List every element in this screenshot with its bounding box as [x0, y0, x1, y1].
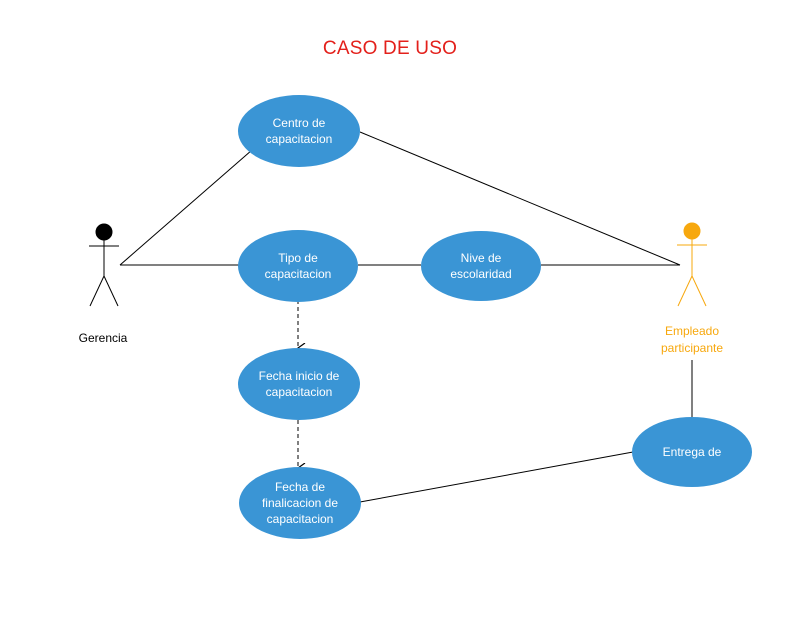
actor-gerencia-icon[interactable] — [89, 223, 119, 307]
page-title: CASO DE USO — [322, 38, 458, 59]
use-case-fecha-inicio[interactable] — [238, 348, 360, 420]
association-fecha-fin-entrega — [359, 451, 634, 503]
association-centro-empleado — [359, 131, 681, 266]
use-case-nivel-escolaridad[interactable] — [421, 231, 541, 301]
use-case-tipo-capacitacion[interactable] — [238, 230, 358, 302]
use-case-centro-capacitacion[interactable] — [238, 95, 360, 167]
actor-empleado-icon[interactable] — [677, 222, 707, 307]
use-case-entrega[interactable] — [632, 417, 752, 487]
use-case-fecha-fin[interactable] — [239, 467, 361, 539]
association-gerencia-centro — [119, 149, 253, 266]
